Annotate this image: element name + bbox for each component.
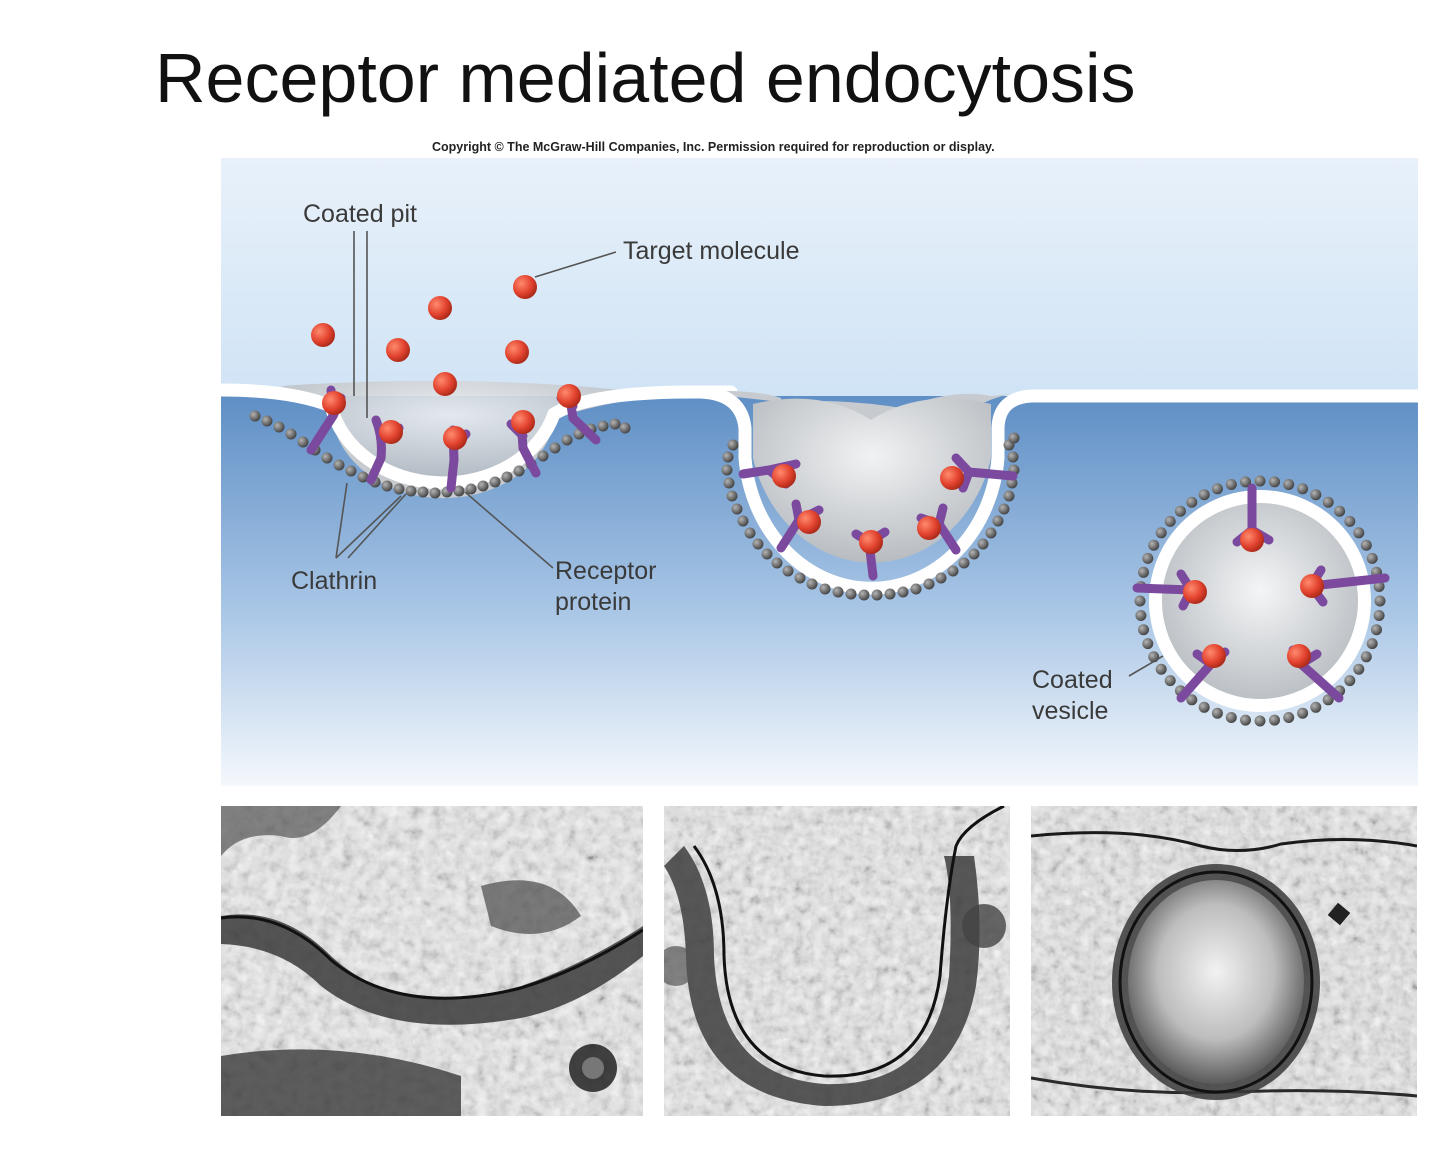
micrograph-coated-vesicle [1031,806,1417,1116]
target-molecules-stage2 [772,464,964,554]
clathrin-bead [1174,505,1186,517]
clathrin-bead [1283,712,1295,723]
target-molecules-vesicle [1183,528,1324,668]
label-clathrin: Clathrin [291,567,377,595]
endocytosis-diagram: Coated pit Target molecule Clathrin Rece… [221,158,1418,786]
clathrin-bead [1310,489,1322,501]
clathrin-bead [1155,663,1167,675]
clathrin-bead [1373,610,1385,621]
clathrin-bead [1142,552,1154,564]
clathrin-bead [1254,715,1266,727]
clathrin-coat-stage1 [249,410,631,499]
label-receptor-line2: protein [555,588,631,616]
clathrin-bead [1283,479,1295,490]
clathrin-bead [1138,624,1149,636]
slide-title: Receptor mediated endocytosis [155,39,1136,117]
clathrin-bead [1334,505,1346,517]
clathrin-bead [1142,638,1154,650]
clathrin-bead [1322,694,1334,706]
clathrin-bead [1344,515,1356,527]
clathrin-bead [1198,489,1210,501]
clathrin-bead [1269,714,1280,726]
clathrin-coat-stage2 [721,432,1020,601]
clathrin-bead [1366,552,1378,564]
clathrin-bead [1211,707,1223,719]
leader-lines [335,231,1164,677]
clathrin-bead [1360,539,1372,551]
clathrin-bead [1371,624,1382,636]
clathrin-bead [1135,610,1147,621]
clathrin-bead [1344,675,1356,687]
clathrin-bead [1297,707,1309,719]
clathrin-bead [1240,714,1251,726]
clathrin-bead [1155,527,1167,539]
clathrin-bead [1310,701,1322,713]
clathrin-bead [1211,483,1223,495]
clathrin-bead [1225,479,1237,490]
micrograph-coated-pit [221,806,643,1116]
clathrin-bead [1373,581,1385,592]
clathrin-bead [1374,595,1386,607]
clathrin-bead [1164,675,1176,687]
clathrin-bead [1225,712,1237,723]
label-coated-vesicle-line2: vesicle [1032,697,1108,725]
clathrin-bead [1240,476,1251,488]
target-molecules-free [311,275,537,396]
label-target-molecule: Target molecule [623,237,799,265]
clathrin-bead [1322,496,1334,508]
clathrin-bead [1353,527,1365,539]
clathrin-bead [1353,663,1365,675]
copyright-notice: Copyright © The McGraw-Hill Companies, I… [432,140,995,154]
clathrin-bead [1148,539,1160,551]
label-receptor-line1: Receptor [555,557,656,585]
clathrin-bead [1269,476,1280,488]
clathrin-bead [1297,483,1309,495]
clathrin-bead [1366,638,1378,650]
micrograph-deep-pit [664,806,1010,1116]
label-coated-vesicle-line1: Coated [1032,666,1113,694]
label-coated-pit: Coated pit [303,200,417,228]
clathrin-bead [1138,566,1149,578]
clathrin-bead [1164,515,1176,527]
clathrin-bead [1186,496,1198,508]
clathrin-bead [1186,694,1198,706]
clathrin-bead [1198,701,1210,713]
clathrin-bead [1360,651,1372,663]
clathrin-bead [1134,595,1146,607]
target-molecules-stage1 [322,384,581,450]
clathrin-bead [1254,475,1266,487]
plasma-membrane-stage2 [684,385,1418,595]
